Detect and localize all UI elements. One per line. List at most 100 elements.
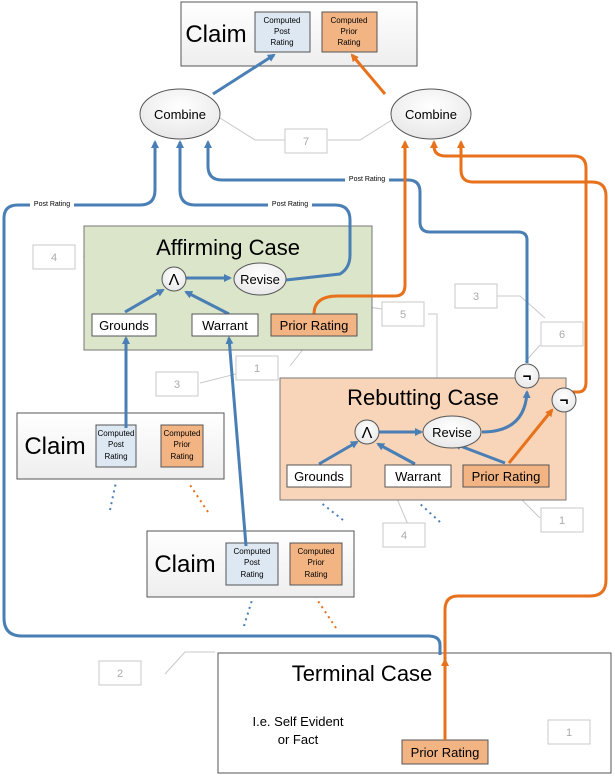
combine-left-ellipse (139, 88, 221, 140)
svg-text:Computed: Computed (98, 429, 135, 438)
callout-4b: 4 (401, 530, 407, 542)
terminal-prior-box (401, 739, 489, 765)
claim-left-title: Claim (24, 433, 85, 460)
terminal-desc-2: or Fact (278, 732, 319, 747)
terminal-case: Terminal Case I.e. Self Evident or Fact … (217, 652, 612, 774)
callout-2: 2 (117, 668, 123, 680)
terminal-case-title: Terminal Case (292, 661, 433, 686)
top-claim-post-box (254, 11, 311, 53)
not-symbol-1: ¬ (523, 368, 532, 385)
callouts: 7 4 3 5 6 1 3 1 4 2 1 (32, 128, 591, 745)
callout-box-3b (155, 371, 199, 397)
claim-mid-prior-box (289, 542, 343, 586)
rebutting-and-symbol: Λ (362, 425, 373, 442)
combine-right-label: Combine (405, 107, 457, 122)
claim-mid-post-box (225, 542, 279, 586)
callout-6: 6 (559, 329, 565, 341)
callout-5: 5 (400, 309, 406, 321)
rebutting-nodes: Λ Revise Grounds Warrant Prior Rating (286, 415, 550, 488)
top-claim-prior-box (321, 11, 378, 53)
claim-mid-title: Claim (154, 551, 215, 578)
top-claim-title: Claim (185, 21, 246, 48)
blue-connectors (2, 53, 531, 655)
svg-text:Computed: Computed (164, 429, 201, 438)
svg-text:Post: Post (108, 440, 125, 449)
callout-box-1b (540, 507, 584, 533)
affirming-nodes: Λ Revise Grounds Warrant Prior Rating (91, 262, 358, 337)
orange-connectors (312, 53, 608, 740)
dotted-inputs (109, 481, 441, 629)
claim-mid: Claim Computed Post Rating Computed Prio… (146, 530, 355, 598)
post-rating-label-mid: Post Rating (272, 201, 308, 208)
callout-box-1c (547, 719, 591, 745)
affirming-revise-label: Revise (240, 272, 280, 287)
combine-right: Combine (390, 88, 472, 140)
post-rating-labels: Post Rating Post Rating Post Rating (30, 173, 389, 208)
callout-box-2 (98, 660, 142, 686)
rebutting-warrant-label: Warrant (395, 469, 441, 484)
top-claim-post-3: Rating (270, 38, 293, 47)
not-node-1 (514, 363, 540, 389)
svg-text:Rating: Rating (104, 452, 127, 461)
top-claim: Claim Computed Post Rating Computed Prio… (180, 1, 418, 67)
rebutting-and-node (354, 419, 380, 445)
callout-1c: 1 (566, 727, 572, 739)
svg-text:Prior: Prior (308, 558, 325, 567)
top-claim-post-1: Computed (264, 16, 301, 25)
callout-box-1a (235, 355, 279, 381)
callout-1a: 1 (254, 363, 260, 375)
affirming-warrant-label: Warrant (202, 318, 248, 333)
rebutting-prior-box (462, 464, 550, 488)
callout-3b: 3 (174, 379, 180, 391)
callout-3a: 3 (473, 291, 479, 303)
svg-text:Post: Post (244, 558, 261, 567)
svg-text:Rating: Rating (240, 570, 263, 579)
svg-text:Computed: Computed (298, 547, 335, 556)
affirming-and-node (161, 266, 187, 292)
post-rating-label-left: Post Rating (34, 201, 70, 208)
callout-1b: 1 (559, 515, 565, 527)
svg-text:Rating: Rating (304, 570, 327, 579)
rebutting-revise-label: Revise (432, 425, 472, 440)
svg-text:Computed: Computed (234, 547, 271, 556)
callout-box-4b (382, 522, 426, 548)
top-claim-prior-1: Computed (331, 16, 368, 25)
not-symbol-2: ¬ (560, 392, 569, 409)
combine-left: Combine (139, 88, 221, 140)
post-rating-label-right: Post Rating (349, 176, 385, 183)
callout-box-6 (540, 321, 584, 347)
affirming-prior-box (270, 313, 358, 337)
callout-box-5 (381, 301, 425, 327)
not-node-2 (551, 387, 577, 413)
affirming-revise-node (233, 262, 287, 296)
callout-box-3a (454, 283, 498, 309)
combine-left-label: Combine (154, 107, 206, 122)
affirming-and-symbol: Λ (169, 272, 180, 289)
rebutting-grounds-box (286, 464, 352, 488)
affirming-prior-label: Prior Rating (280, 318, 349, 333)
terminal-desc-1: I.e. Self Evident (252, 714, 343, 729)
claim-left-post-box (95, 424, 137, 468)
terminal-prior-label: Prior Rating (411, 745, 480, 760)
rebutting-warrant-box (384, 464, 452, 488)
affirming-case-title: Affirming Case (156, 235, 300, 260)
svg-text:Rating: Rating (170, 452, 193, 461)
rebutting-case-title: Rebutting Case (347, 385, 499, 410)
rebutting-prior-label: Prior Rating (472, 469, 541, 484)
top-claim-prior-3: Rating (337, 38, 360, 47)
affirming-grounds-label: Grounds (99, 318, 149, 333)
top-claim-prior-2: Prior (341, 27, 358, 36)
callout-box-7 (284, 128, 328, 154)
svg-text:Prior: Prior (174, 440, 191, 449)
combine-right-ellipse (390, 88, 472, 140)
rebutting-revise-node (422, 415, 482, 449)
affirming-warrant-box (191, 313, 259, 337)
top-claim-post-2: Post (274, 27, 291, 36)
callout-7: 7 (303, 136, 309, 148)
claim-left-prior-box (160, 424, 204, 468)
claim-left: Claim Computed Post Rating Computed Prio… (16, 412, 225, 480)
callout-box-4a (32, 244, 76, 270)
callout-4a: 4 (51, 252, 57, 264)
rebutting-grounds-label: Grounds (294, 469, 344, 484)
